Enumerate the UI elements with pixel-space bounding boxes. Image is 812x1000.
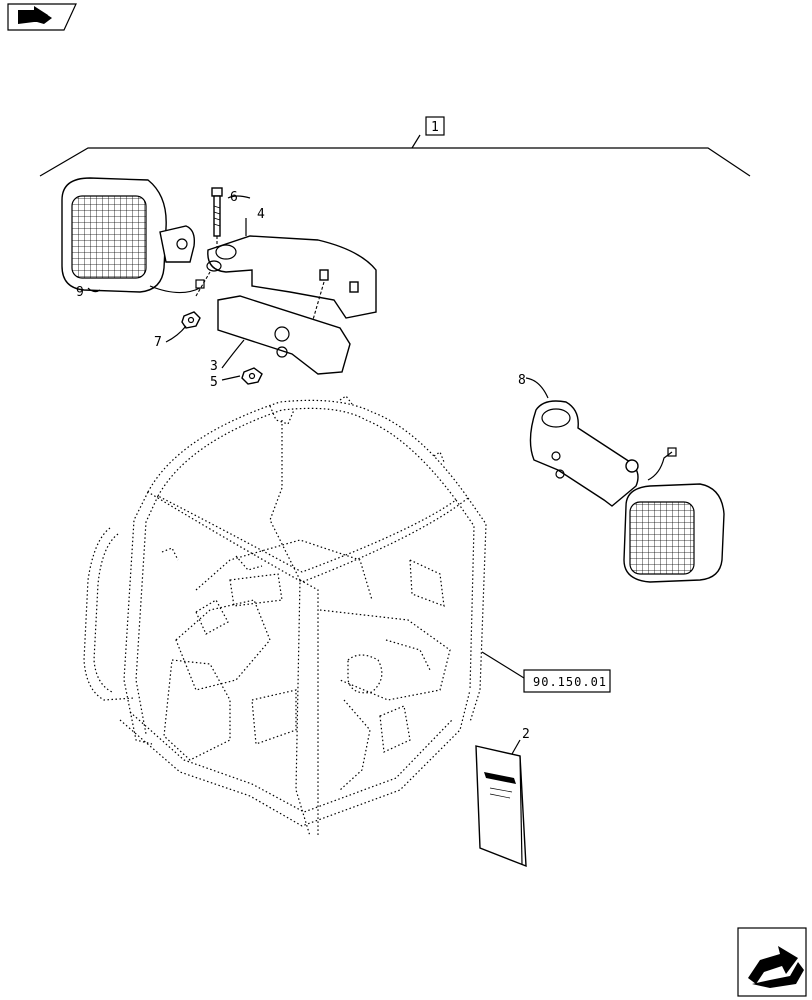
- callout-6[interactable]: 6: [230, 190, 238, 205]
- back-arrow-icon[interactable]: [7, 3, 77, 31]
- forward-arrow-icon[interactable]: [737, 927, 807, 997]
- cab-frame[interactable]: [83, 395, 487, 837]
- work-lamp-assembled[interactable]: [529, 400, 725, 583]
- callout-leaders: [87, 195, 549, 755]
- reference-label: 90.150.01: [533, 675, 607, 689]
- callout-2[interactable]: 2: [522, 727, 530, 742]
- callout-8[interactable]: 8: [518, 373, 526, 388]
- reference-box[interactable]: 90.150.01: [523, 669, 611, 693]
- nut-lower[interactable]: [241, 367, 263, 385]
- assembly-label: 1: [431, 120, 439, 135]
- assembly-bracket: [39, 134, 751, 177]
- callout-3[interactable]: 3: [210, 359, 218, 374]
- callout-4[interactable]: 4: [257, 207, 265, 222]
- nut-left[interactable]: [181, 311, 201, 329]
- callout-9[interactable]: 9: [76, 285, 84, 300]
- work-lamp-left[interactable]: [61, 177, 205, 294]
- manual-booklet[interactable]: [475, 745, 527, 868]
- callout-5[interactable]: 5: [210, 375, 218, 390]
- lower-clamp[interactable]: [217, 295, 351, 375]
- bolt[interactable]: [211, 187, 223, 256]
- callout-7[interactable]: 7: [154, 335, 162, 350]
- assembly-label-box[interactable]: 1: [425, 116, 445, 136]
- upper-bracket[interactable]: [195, 235, 377, 331]
